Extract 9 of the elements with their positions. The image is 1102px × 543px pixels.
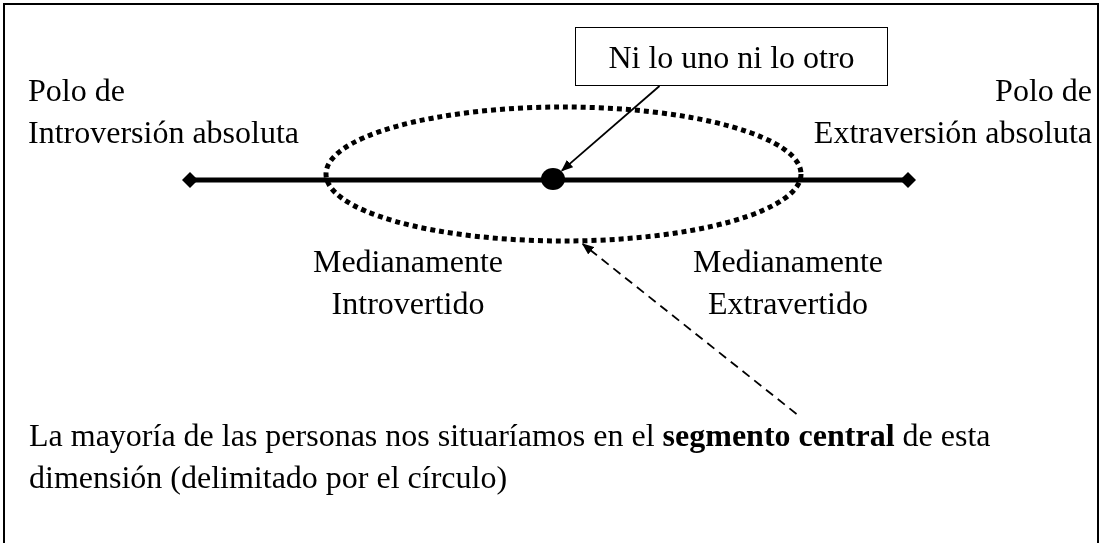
label-box: Ni lo uno ni lo otro	[575, 27, 888, 86]
dashed-arrow	[581, 243, 798, 415]
axis-label: Medianamente Extravertido	[691, 242, 885, 323]
note-text: La mayoría de las personas nos situaríamos en el segmento central de esta dimensión (delimitado por el círculo)	[29, 414, 1095, 502]
axis-label: Medianamente Introvertido	[311, 242, 505, 323]
arrow	[560, 85, 661, 172]
dotted-ellipse	[323, 104, 804, 244]
axis-label: Polo de Introversión absoluta	[28, 71, 301, 152]
center-dot	[541, 167, 565, 191]
